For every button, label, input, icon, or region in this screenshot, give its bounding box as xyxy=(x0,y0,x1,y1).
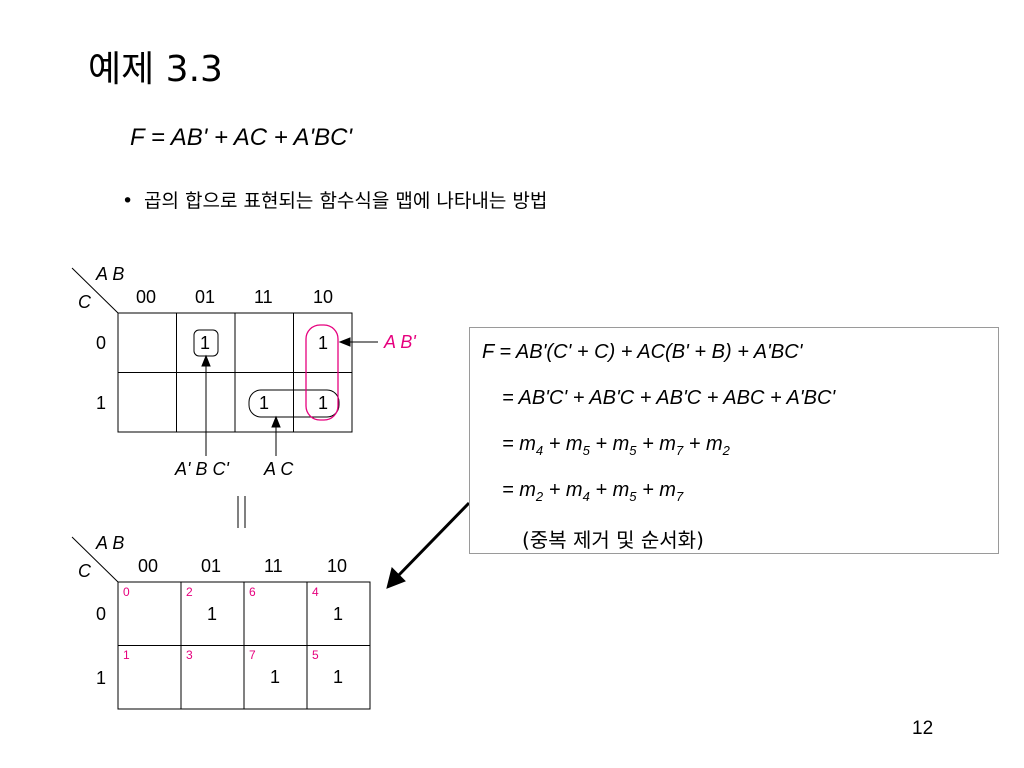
minterm-6: 6 xyxy=(249,585,256,599)
loop-ac xyxy=(248,389,340,418)
kmap2-row-0: 0 xyxy=(96,604,107,624)
bullet-item: • 곱의 합으로 표현되는 함수식을 맵에 나타내는 방법 xyxy=(122,186,547,213)
kmap2-col-01: 01 xyxy=(201,556,222,576)
kmap1-diagonal xyxy=(71,267,119,314)
kmap1-row-0: 0 xyxy=(96,333,107,353)
loop-ab-prime xyxy=(305,324,339,421)
arrow-to-kmap2 xyxy=(386,501,471,589)
label-ab-prime: A B' xyxy=(384,332,416,352)
kmap2-cell-1-11: 1 xyxy=(270,667,281,687)
minterm-1: 1 xyxy=(123,648,130,662)
kmap1-cell-0-10: 1 xyxy=(318,333,329,353)
bullet-text: 곱의 합으로 표현되는 함수식을 맵에 나타내는 방법 xyxy=(144,190,548,212)
kmap1-row-1: 1 xyxy=(96,393,107,413)
kmap1-col-11: 11 xyxy=(254,287,273,307)
kmap1-grid xyxy=(71,267,353,433)
kmap2-cell-0-01: 1 xyxy=(207,604,218,624)
kmap1-cell-0-01: 1 xyxy=(200,333,211,353)
kmap2-cell-1-10: 1 xyxy=(333,667,344,687)
kmap2-diagonal xyxy=(71,536,119,583)
kmap2-row-1: 1 xyxy=(96,668,107,688)
kmap1-var-ab: A B xyxy=(96,264,125,284)
kmap1-var-c: C xyxy=(78,292,91,312)
minterm-7: 7 xyxy=(249,648,256,662)
derivation-line-2: = AB'C' + AB'C + AB'C + ABC + A'BC' xyxy=(502,387,836,409)
derivation-box xyxy=(469,327,999,554)
kmap2-col-00: 00 xyxy=(138,556,159,576)
page-title: 예제 3.3 xyxy=(88,49,223,90)
minterm-4: 4 xyxy=(312,585,319,599)
kmap2-cell-0-10: 1 xyxy=(333,604,344,624)
derivation-note: (중복 제거 및 순서화) xyxy=(522,528,704,552)
minterm-2: 2 xyxy=(186,585,193,599)
kmap1-col-00: 00 xyxy=(136,287,157,307)
derivation-line-3: = m4 + m5 + m5 + m7 + m2 xyxy=(502,433,730,458)
derivation-line-4: = m2 + m4 + m5 + m7 xyxy=(502,479,684,504)
minterm-0: 0 xyxy=(123,585,130,599)
kmap2-var-c: C xyxy=(78,561,91,581)
derivation-line-1: F = AB'(C' + C) + AC(B' + B) + A'BC' xyxy=(482,341,803,363)
kmap1-cell-1-10: 1 xyxy=(318,393,329,413)
kmap2-var-ab: A B xyxy=(96,533,125,553)
kmap2-col-10: 10 xyxy=(327,556,348,576)
kmap2-col-11: 11 xyxy=(264,556,283,576)
minterm-5: 5 xyxy=(312,648,319,662)
label-ac: A C xyxy=(264,459,294,479)
label-a-prime-b-c-prime: A' B C' xyxy=(175,459,229,479)
kmap1-col-10: 10 xyxy=(313,287,334,307)
kmap1-col-01: 01 xyxy=(195,287,216,307)
bullet-dot-icon: • xyxy=(122,190,134,212)
minterm-3: 3 xyxy=(186,648,193,662)
kmap1-cell-1-11: 1 xyxy=(259,393,270,413)
function-formula: F = AB' + AC + A'BC' xyxy=(130,124,353,151)
page-number: 12 xyxy=(912,718,934,739)
kmap2-grid xyxy=(71,536,371,710)
